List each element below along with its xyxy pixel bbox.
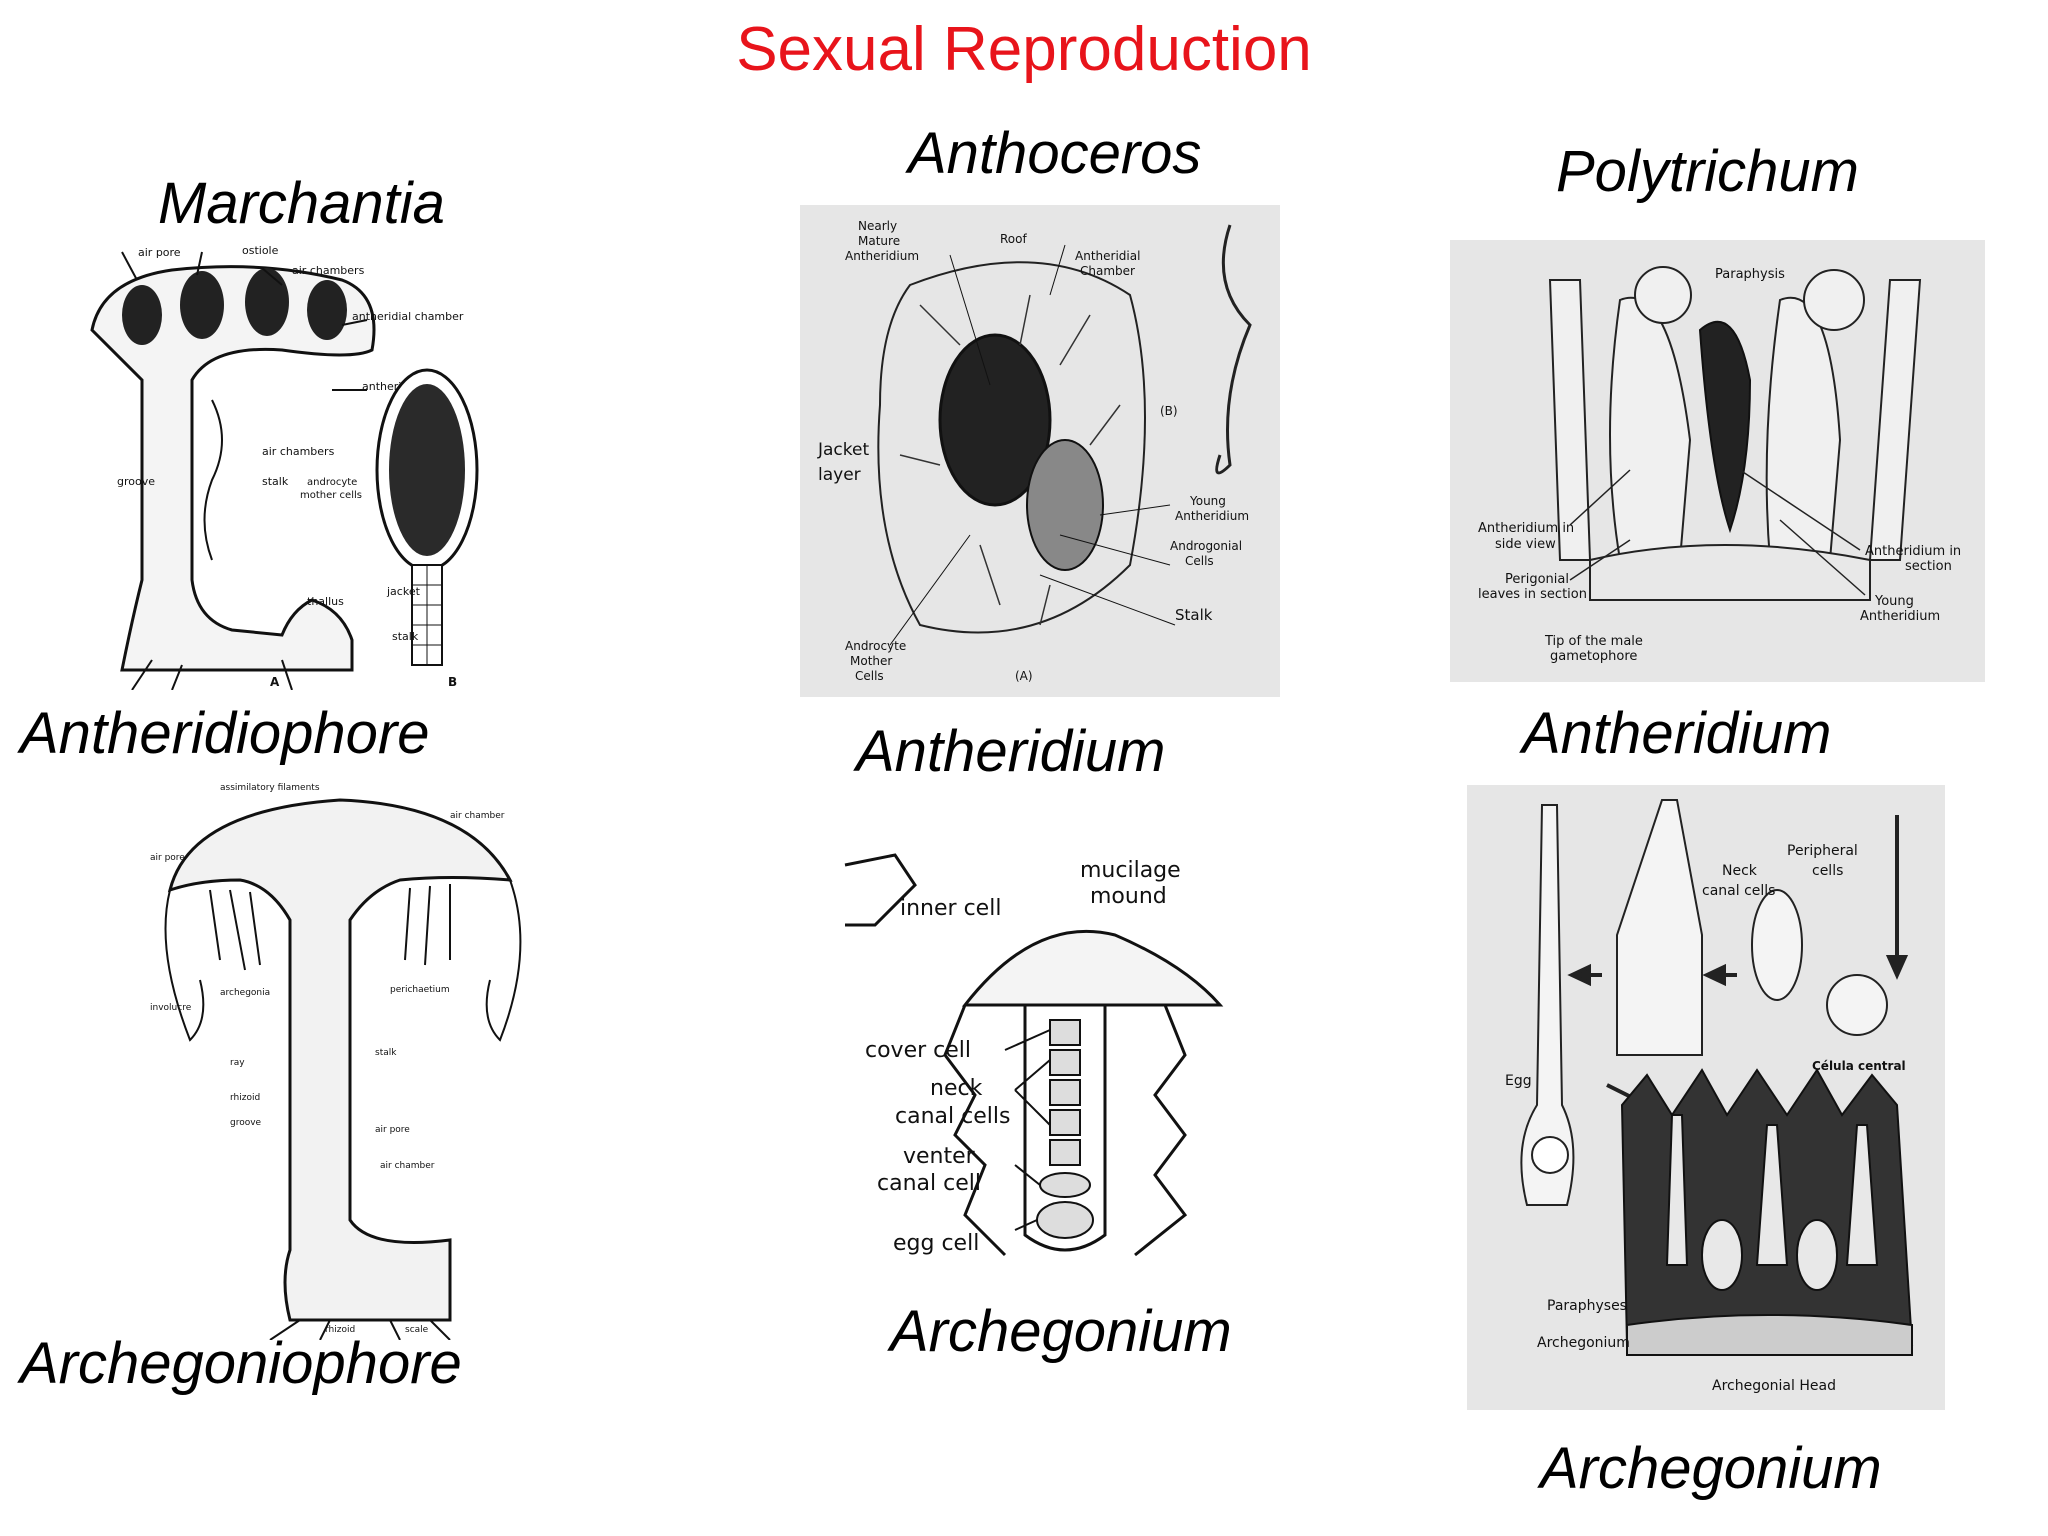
- inner-cell-text: inner cell: [900, 896, 1001, 921]
- tip2-text: gametophore: [1550, 649, 1637, 664]
- tip1-text: Tip of the male: [1544, 634, 1643, 649]
- antheridiophore-label: Antheridiophore: [20, 701, 430, 766]
- canal-cell-text: canal cell: [877, 1171, 981, 1196]
- sec1-text: Antheridium in: [1865, 544, 1961, 559]
- mucilage-text: mucilage: [1080, 858, 1181, 883]
- stalk-arch-text: stalk: [375, 1048, 397, 1058]
- slide-title: Sexual Reproduction: [736, 15, 1312, 84]
- androgonial-text: Androgonial: [1170, 539, 1242, 553]
- anthoceros-archegonium-label: Archegonium: [890, 1299, 1232, 1364]
- ray-text: ray: [230, 1058, 245, 1068]
- archegonia-text: archegonia: [220, 988, 270, 998]
- mother-cells-text: mother cells: [300, 490, 362, 501]
- genus-polytrichum-label: Polytrichum: [1556, 139, 1859, 204]
- stalk-text: stalk: [262, 475, 289, 488]
- genus-anthoceros-label: Anthoceros: [908, 121, 1202, 186]
- fig-b-text: B: [448, 675, 457, 689]
- air-chamber-2-text: air chamber: [380, 1161, 435, 1171]
- stalk-b-text: stalk: [392, 630, 419, 643]
- air-pore-2-text: air pore: [375, 1125, 410, 1135]
- nearly-text: Nearly: [858, 219, 897, 233]
- side1-text: Antheridium in: [1478, 521, 1574, 536]
- mature-text: Mature: [858, 234, 900, 248]
- rhizoid-text: rhizoid: [230, 1093, 260, 1103]
- antheridial-chamber-text: antheridial chamber: [352, 310, 464, 323]
- air-chambers-2-text: air chambers: [262, 445, 335, 458]
- jacket-text: jacket: [386, 585, 421, 598]
- androcyte-text: androcyte: [307, 477, 357, 488]
- young1-text: Young: [1874, 594, 1914, 609]
- air-pore-text: air pore: [138, 246, 181, 259]
- neck-text: neck: [930, 1076, 983, 1101]
- egg-cell-text: egg cell: [893, 1231, 979, 1256]
- involucre-text: involucre: [150, 1003, 192, 1013]
- anthoceros-archegonium-diagram: mucilage mound inner cell cover cell nec…: [835, 835, 1265, 1295]
- marchantia-archegoniophore-diagram: assimilatory filaments air chamber air p…: [150, 780, 540, 1340]
- paraphyses-text: Paraphyses: [1547, 1298, 1627, 1314]
- young2-text: Antheridium: [1860, 609, 1940, 624]
- perig2-text: leaves in section: [1478, 587, 1587, 602]
- polytrichum-archegonium-label: Archegonium: [1540, 1436, 1882, 1501]
- groove-text: groove: [117, 475, 155, 488]
- rhizoid-2-text: rhizoid: [325, 1325, 355, 1335]
- anthoceros-antheridium-label: Antheridium: [856, 719, 1166, 784]
- young-text: Young: [1189, 494, 1226, 508]
- venter-text: venter: [903, 1144, 976, 1169]
- air-chambers-text: air chambers: [292, 264, 365, 277]
- egg-poly-text: Egg: [1505, 1073, 1532, 1089]
- peripheral-text: Peripheral: [1787, 843, 1858, 859]
- archegoniophore-label: Archegoniophore: [20, 1331, 462, 1396]
- antheridium-a-text: Antheridium: [845, 249, 919, 263]
- thallus-text: thallus: [307, 595, 344, 608]
- marchantia-antheridiophore-diagram: air pore ostiole air chambers antheridia…: [82, 240, 522, 690]
- layer-text: layer: [818, 465, 861, 485]
- scale-text: scale: [405, 1325, 429, 1335]
- polytrichum-archegonium-diagram: Peripheral cells Neck canal cells Egg Pa…: [1467, 785, 1945, 1410]
- celula-text: Célula central: [1812, 1059, 1906, 1073]
- genus-marchantia-label: Marchantia: [158, 171, 445, 236]
- fig-a-text: A: [270, 675, 280, 689]
- canal-cells-text: canal cells: [895, 1104, 1010, 1129]
- cells-text: Cells: [1185, 554, 1214, 568]
- groove-arch-text: groove: [230, 1118, 262, 1128]
- cells2-text: Cells: [855, 669, 884, 683]
- a-text: (A): [1015, 669, 1033, 683]
- antheridium-young-text: Antheridium: [1175, 509, 1249, 523]
- roof-text: Roof: [1000, 232, 1027, 246]
- antheridial-text: Antheridial: [1075, 249, 1140, 263]
- mound-text: mound: [1090, 884, 1167, 909]
- archegonium-poly-text: Archegonium: [1537, 1335, 1630, 1351]
- perig1-text: Perigonial: [1505, 572, 1569, 587]
- b-text: (B): [1160, 404, 1178, 418]
- paraphysis-text: Paraphysis: [1715, 267, 1785, 282]
- assimilatory-text: assimilatory filaments: [220, 783, 320, 793]
- chamber-text: Chamber: [1080, 264, 1135, 278]
- polytrichum-antheridium-label: Antheridium: [1522, 701, 1832, 766]
- cover-cell-text: cover cell: [865, 1038, 971, 1063]
- jacket-anth-text: Jacket: [817, 440, 869, 460]
- polytrichum-antheridium-diagram: Paraphysis Antheridium in side view Peri…: [1450, 240, 1985, 682]
- anthoceros-antheridium-diagram: Nearly Mature Antheridium Roof Antheridi…: [800, 205, 1280, 697]
- cells-poly-text: cells: [1812, 863, 1843, 879]
- head-text: Archegonial Head: [1712, 1378, 1836, 1394]
- canal-cells-poly-text: canal cells: [1702, 883, 1775, 899]
- stalk-anth-text: Stalk: [1175, 606, 1213, 624]
- air-pore-arch-text: air pore: [150, 853, 185, 863]
- sec2-text: section: [1905, 559, 1952, 574]
- ostiole-text: ostiole: [242, 244, 279, 257]
- air-chamber-text: air chamber: [450, 811, 505, 821]
- mother-text: Mother: [850, 654, 892, 668]
- side2-text: side view: [1495, 537, 1556, 552]
- perichaetium-text: perichaetium: [390, 985, 450, 995]
- androcyte-anth-text: Androcyte: [845, 639, 906, 653]
- neck-poly-text: Neck: [1722, 863, 1758, 879]
